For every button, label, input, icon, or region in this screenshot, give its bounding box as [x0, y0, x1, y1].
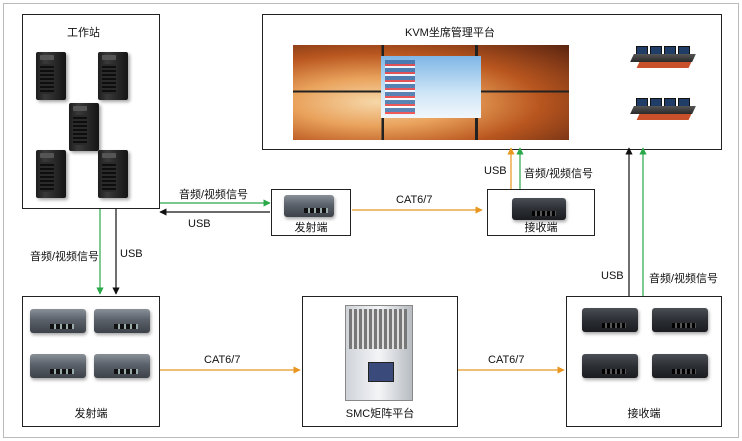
link-label-usb: USB [188, 218, 211, 230]
tx-bottom-label: 发射端 [74, 408, 108, 420]
smc-matrix-label: SMC矩阵平台 [345, 408, 415, 420]
link-label-cat: CAT6/7 [204, 354, 241, 366]
tx-top-label: 发射端 [294, 222, 328, 234]
link-label-av: 音频/视频信号 [649, 273, 719, 285]
console-desk [628, 44, 698, 70]
workstation-tower [98, 52, 128, 100]
receiver-device [582, 308, 638, 332]
workstation-tower [69, 103, 99, 151]
link-label-usb: USB [601, 270, 624, 282]
link-label-av: 音频/视频信号 [179, 189, 249, 201]
transmitter-device [94, 309, 150, 333]
transmitter-device [30, 354, 86, 378]
workstation-tower [98, 150, 128, 198]
transmitter-device [94, 354, 150, 378]
link-label-usb: USB [120, 248, 143, 260]
workstation-tower [36, 52, 66, 100]
kvm-platform-label: KVM坐席管理平台 [405, 27, 495, 39]
smc-matrix-device [345, 305, 413, 401]
rx-top-label: 接收端 [524, 222, 558, 234]
transmitter-device [284, 195, 334, 217]
workstation-tower [36, 150, 66, 198]
link-label-av: 音频/视频信号 [30, 251, 100, 263]
receiver-device [512, 198, 566, 220]
receiver-device [652, 354, 708, 378]
receiver-device [582, 354, 638, 378]
workstation-label: 工作站 [67, 27, 100, 39]
video-wall-desktop [381, 56, 481, 118]
link-label-usb: USB [484, 165, 507, 177]
console-desk [628, 96, 698, 122]
rx-bottom-label: 接收端 [627, 408, 661, 420]
transmitter-device [30, 309, 86, 333]
link-label-cat: CAT6/7 [396, 194, 433, 206]
link-label-av: 音频/视频信号 [524, 168, 594, 180]
link-label-cat: CAT6/7 [488, 354, 525, 366]
receiver-device [652, 308, 708, 332]
